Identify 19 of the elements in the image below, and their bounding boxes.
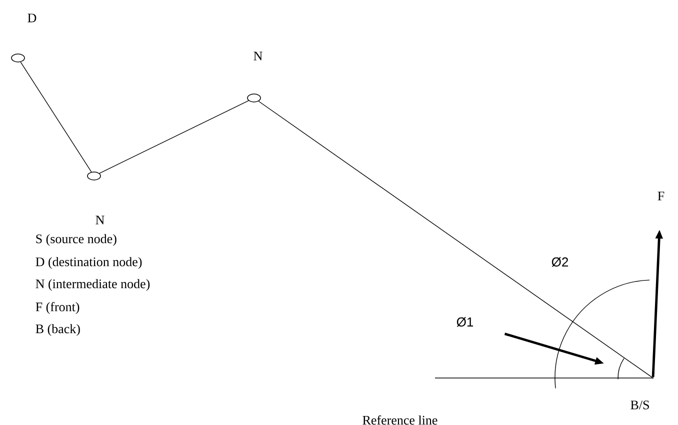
link-line [20,62,92,172]
node-label: B/S [630,400,649,410]
node-label: F [658,192,664,200]
circle-node [247,94,261,102]
node-label: Ø1 [456,317,474,327]
node-label: N [96,216,104,224]
circle-node [11,54,25,62]
text-label: D (destination node) [36,257,142,269]
link-line [99,100,249,174]
text-label: F (front) [36,302,80,314]
text-label: S (source node) [36,234,116,246]
node-label: N [254,52,262,60]
node-label: D [28,14,36,22]
link-line [258,100,653,378]
circle-node [87,172,101,180]
text-label: N (intermediate node) [36,279,150,291]
text-label: B (back) [36,324,80,336]
text-label: Reference line [362,415,438,425]
text-label: Ø2 [552,257,568,267]
